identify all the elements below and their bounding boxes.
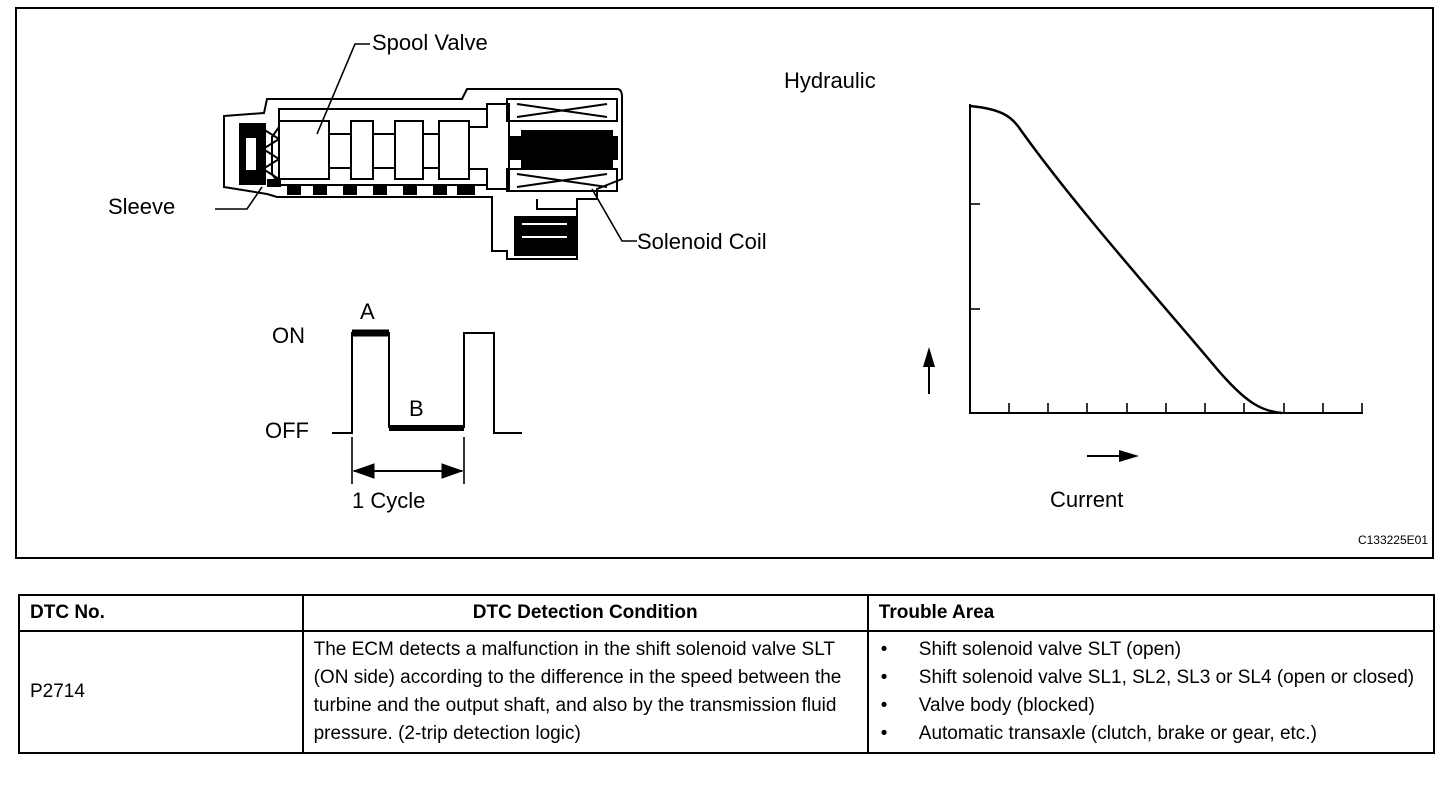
hydraulic-current-graph <box>923 104 1363 462</box>
list-item: Shift solenoid valve SL1, SL2, SL3 or SL… <box>877 664 1425 692</box>
trouble-area-cell: Shift solenoid valve SLT (open) Shift so… <box>866 630 1436 754</box>
current-axis-label: Current <box>1050 487 1124 512</box>
list-item: Valve body (blocked) <box>877 692 1425 720</box>
on-label: ON <box>272 323 305 348</box>
sleeve-label: Sleeve <box>108 194 176 219</box>
hydraulic-axis-label: Hydraulic <box>784 68 876 93</box>
table-row: P2714 The ECM detects a malfunction in t… <box>18 630 1436 754</box>
b-label: B <box>409 396 424 421</box>
a-label: A <box>360 299 375 324</box>
header-trouble-area: Trouble Area <box>866 594 1436 632</box>
header-detection-condition: DTC Detection Condition <box>301 594 869 632</box>
pressure-curve <box>969 104 1283 415</box>
trouble-area-list: Shift solenoid valve SLT (open) Shift so… <box>877 636 1425 748</box>
detection-condition: The ECM detects a malfunction in the shi… <box>301 630 869 754</box>
dtc-number: P2714 <box>18 630 304 754</box>
list-item: Shift solenoid valve SLT (open) <box>877 636 1425 664</box>
duty-cycle-waveform <box>332 329 522 484</box>
figure-drawing <box>215 43 1363 484</box>
solenoid-coil-label: Solenoid Coil <box>637 229 767 254</box>
figure-id: C133225E01 <box>1357 533 1428 547</box>
leader-lines <box>215 43 637 242</box>
dtc-table: DTC No. DTC Detection Condition Trouble … <box>18 594 1436 754</box>
solenoid-valve-illustration <box>223 88 623 260</box>
cycle-label: 1 Cycle <box>352 488 426 513</box>
list-item: Automatic transaxle (clutch, brake or ge… <box>877 720 1425 748</box>
header-dtc-no: DTC No. <box>18 594 304 632</box>
off-label: OFF <box>265 418 309 443</box>
spool-valve-label: Spool Valve <box>372 30 488 55</box>
table-header-row: DTC No. DTC Detection Condition Trouble … <box>18 594 1436 632</box>
figure-panel: Spool Valve Sleeve Solenoid Coil Hydraul… <box>15 7 1434 559</box>
